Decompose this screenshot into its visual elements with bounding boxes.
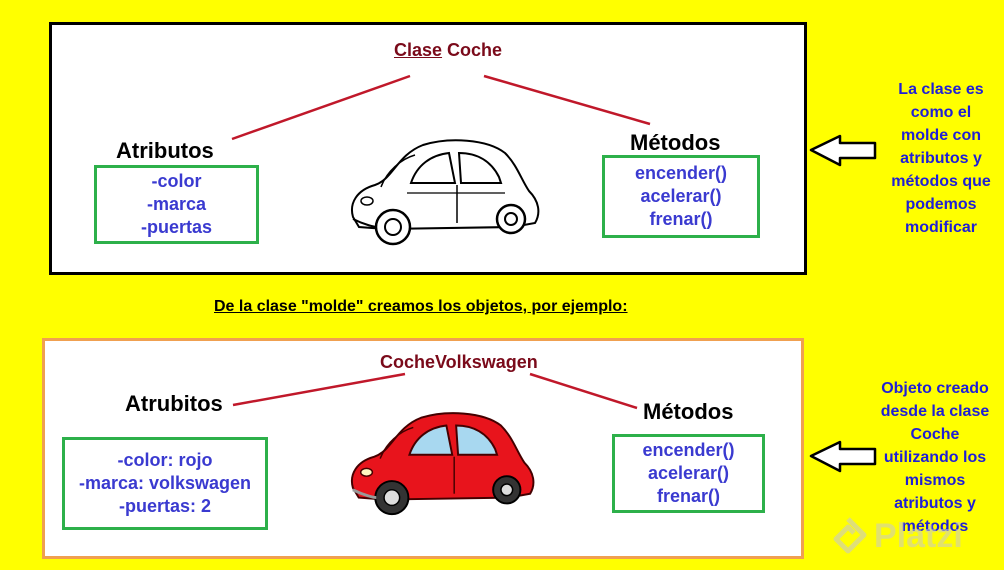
class-title-underlined: Clase xyxy=(394,40,443,60)
object-side-note: Objeto creado desde la clase Coche utili… xyxy=(868,377,1002,538)
side-note-line: utilizando los xyxy=(883,449,987,466)
red-car-icon xyxy=(351,412,535,516)
connector-line-methods xyxy=(483,74,651,126)
platzi-logo-icon xyxy=(833,517,867,554)
connector-line-methods xyxy=(529,372,638,410)
attribute-item: -marca: volkswagen xyxy=(78,473,252,493)
attributes-box: -color -marca -puertas xyxy=(94,165,259,244)
method-item: encender() xyxy=(642,440,735,460)
method-item: acelerar() xyxy=(647,463,730,483)
side-note-line: La clase es xyxy=(898,81,984,98)
side-note-line: métodos que xyxy=(891,173,991,190)
methods-heading: Métodos xyxy=(643,399,734,424)
connector-line-attributes xyxy=(231,74,411,141)
methods-box: encender() acelerar() frenar() xyxy=(612,434,765,513)
method-item: frenar() xyxy=(656,486,720,506)
side-note-line: molde con xyxy=(900,127,981,144)
method-item: encender() xyxy=(634,163,728,183)
side-note-line: atributos y xyxy=(900,150,982,167)
side-note-line: atributos y xyxy=(894,495,976,512)
side-note-line: modificar xyxy=(904,219,977,236)
car-outline-icon xyxy=(351,139,540,246)
attribute-item: -puertas xyxy=(140,217,212,237)
side-note-line: como el xyxy=(910,104,972,121)
class-title: Clase Coche xyxy=(394,40,502,61)
methods-heading: Métodos xyxy=(630,130,721,155)
attributes-heading: Atributos xyxy=(116,138,214,163)
attribute-item: -color: rojo xyxy=(117,450,213,470)
arrow-left-icon xyxy=(809,134,877,167)
arrow-left-icon xyxy=(809,440,877,473)
attribute-item: -marca xyxy=(146,194,207,214)
attributes-box: -color: rojo -marca: volkswagen -puertas… xyxy=(62,437,268,530)
side-note-line: mismos xyxy=(904,472,966,489)
side-note-line: Coche xyxy=(910,426,960,443)
class-side-note: La clase es como el molde con atributos … xyxy=(880,78,1002,239)
method-item: acelerar() xyxy=(640,186,722,206)
middle-caption: De la clase "molde" creamos los objetos,… xyxy=(214,298,628,315)
side-note-line: métodos xyxy=(901,518,969,535)
platzi-watermark: Platzi xyxy=(828,516,963,556)
attribute-item: -color xyxy=(151,171,202,191)
connector-line-attributes xyxy=(232,372,406,407)
object-title: CocheVolkswagen xyxy=(380,352,538,372)
side-note-line: desde la clase xyxy=(880,403,990,420)
watermark-text: Platzi xyxy=(874,516,963,555)
side-note-line: Objeto creado xyxy=(881,380,989,397)
attributes-heading: Atrubitos xyxy=(125,391,223,416)
class-title-rest: Coche xyxy=(442,40,503,60)
method-item: frenar() xyxy=(649,209,713,229)
methods-box: encender() acelerar() frenar() xyxy=(602,155,760,238)
side-note-line: podemos xyxy=(905,196,977,213)
attribute-item: -puertas: 2 xyxy=(118,496,212,516)
